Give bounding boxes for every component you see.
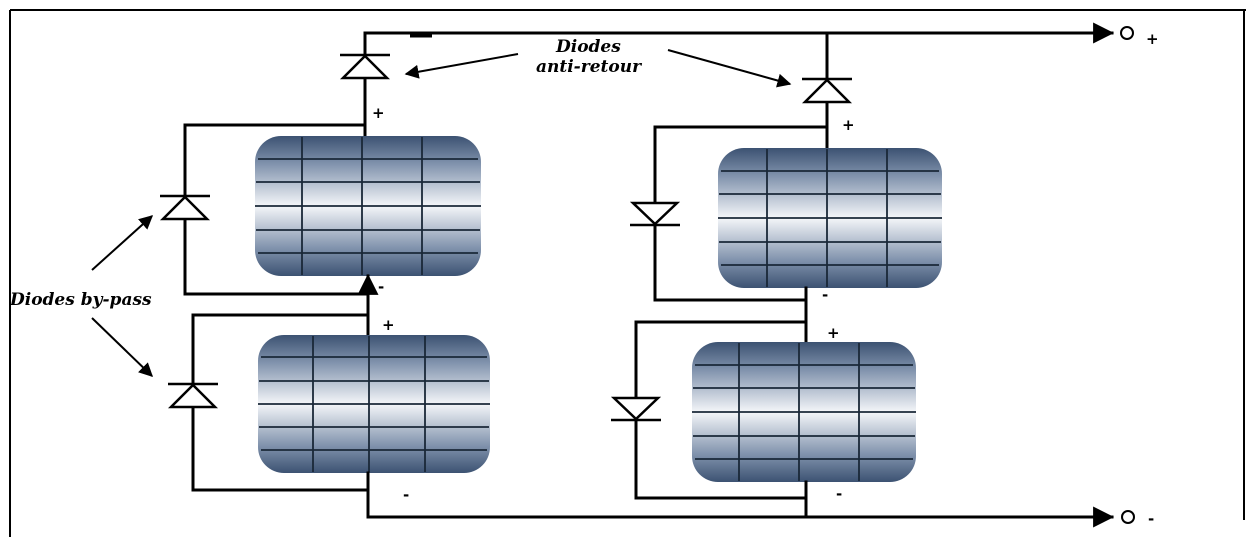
anti-retour-label-line1: Diodes bbox=[555, 37, 621, 57]
panel-4-top-sign: + bbox=[827, 324, 840, 342]
solar-panel-1 bbox=[255, 136, 481, 276]
negative-terminal-sign: - bbox=[1148, 510, 1154, 528]
positive-terminal-circle bbox=[1120, 26, 1134, 40]
solar-panel-4 bbox=[692, 342, 916, 482]
anti-retour-annotation: Diodes anti-retour bbox=[404, 37, 792, 88]
panel-3-bottom-sign: - bbox=[822, 286, 828, 304]
anti-retour-diode-left-icon bbox=[339, 53, 391, 80]
panel-3-top-sign: + bbox=[842, 116, 855, 134]
left-string: + - + bbox=[159, 31, 490, 519]
bypass-diode-2-icon bbox=[167, 382, 219, 409]
negative-terminal-circle bbox=[1121, 510, 1135, 524]
bypass-label: Diodes by-pass bbox=[9, 290, 152, 310]
bypass-diode-4-icon bbox=[610, 396, 662, 422]
anti-retour-diode-right-icon bbox=[801, 77, 853, 104]
panel-1-top-sign: + bbox=[372, 104, 385, 122]
panel-2-bottom-sign: - bbox=[403, 486, 409, 504]
positive-bus: + bbox=[363, 22, 1159, 48]
negative-bus: - bbox=[366, 506, 1154, 528]
panel-1-bottom-sign: - bbox=[378, 278, 384, 296]
bypass-diode-1-icon bbox=[159, 194, 211, 221]
panel-4-bottom-sign: - bbox=[836, 485, 842, 503]
bypass-annotation: Diodes by-pass bbox=[9, 215, 154, 377]
bypass-diode-3-icon bbox=[629, 201, 681, 227]
solar-panel-2 bbox=[258, 335, 490, 473]
solar-panel-3 bbox=[718, 148, 942, 288]
figure-frame bbox=[9, 9, 1246, 537]
positive-terminal-sign: + bbox=[1146, 30, 1159, 48]
right-string: + - + bbox=[610, 31, 942, 519]
panel-2-top-sign: + bbox=[382, 316, 395, 334]
anti-retour-label-line2: anti-retour bbox=[536, 57, 642, 77]
